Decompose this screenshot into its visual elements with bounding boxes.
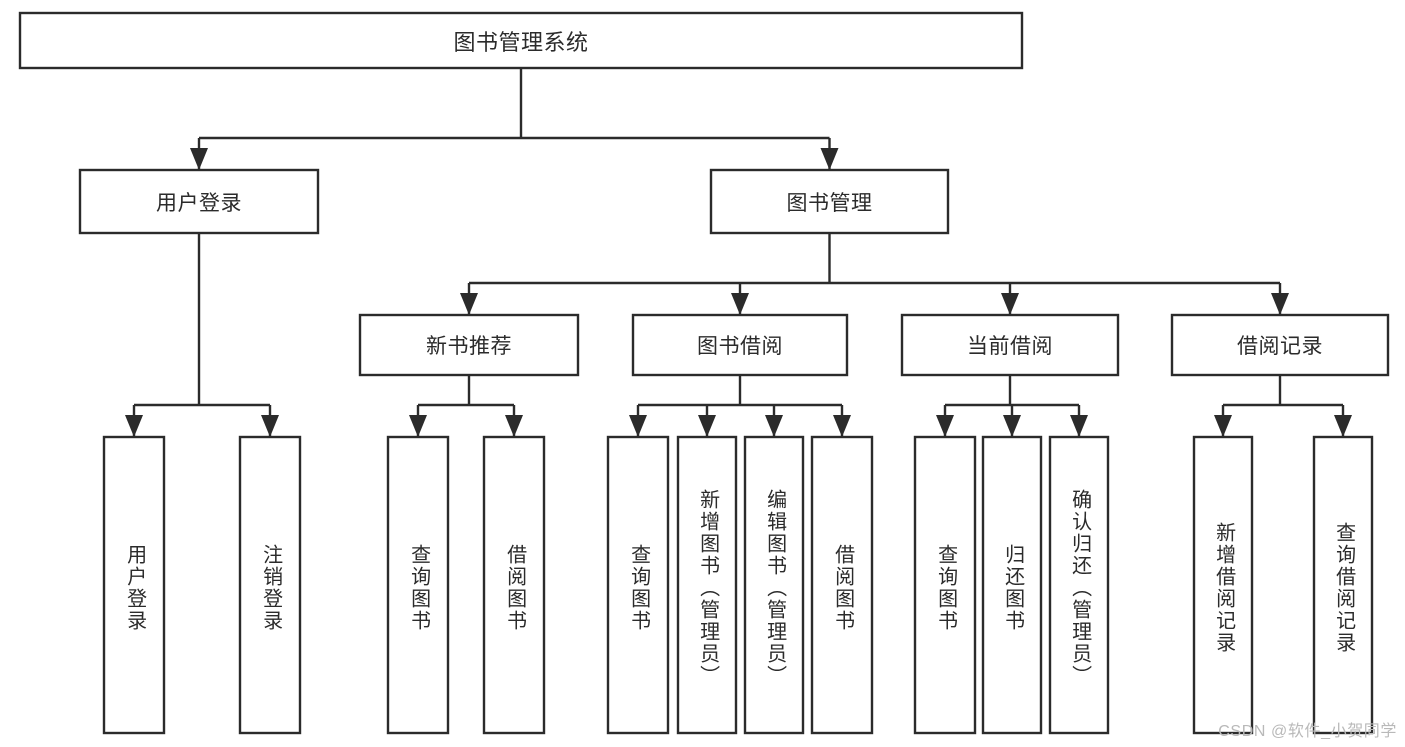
node-box-leaf-user-login[interactable]	[102, 435, 166, 735]
arrow-head-new-book-rec	[460, 293, 478, 315]
node-box-leaf-cur-query[interactable]	[913, 435, 977, 735]
node-box-leaf-rec-query[interactable]	[386, 435, 450, 735]
node-box-leaf-rec-query2[interactable]	[1312, 435, 1374, 735]
arrow-head-leaf-rec-add	[1214, 415, 1232, 437]
node-box-leaf-cur-return[interactable]	[981, 435, 1043, 735]
watermark: CSDN @软件_小贺同学	[1218, 723, 1397, 740]
node-box-leaf-borrow-edit[interactable]	[743, 435, 805, 735]
arrow-head-leaf-rec-borrow	[505, 415, 523, 437]
node-box-leaf-cur-confirm[interactable]	[1048, 435, 1110, 735]
arrow-head-user-login	[190, 148, 208, 170]
node-box-book-manage[interactable]	[709, 168, 950, 235]
arrow-head-leaf-cur-return	[1003, 415, 1021, 437]
node-box-book-borrow[interactable]	[631, 313, 849, 377]
arrow-head-book-manage	[820, 148, 839, 170]
node-box-current-borrow[interactable]	[900, 313, 1120, 377]
arrow-head-leaf-rec-query	[409, 415, 427, 437]
node-box-leaf-rec-add[interactable]	[1192, 435, 1254, 735]
node-box-new-book-rec[interactable]	[358, 313, 580, 377]
arrow-head-leaf-borrow-borrow	[833, 415, 851, 437]
node-box-user-login[interactable]	[78, 168, 320, 235]
arrow-head-leaf-user-logout	[261, 415, 279, 437]
arrow-head-leaf-rec-query2	[1334, 415, 1352, 437]
arrow-head-leaf-user-login	[125, 415, 143, 437]
node-box-leaf-borrow-query[interactable]	[606, 435, 670, 735]
arrow-head-current-borrow	[1001, 293, 1019, 315]
node-box-root[interactable]	[18, 11, 1024, 70]
node-box-leaf-borrow-add[interactable]	[676, 435, 738, 735]
node-box-leaf-borrow-borrow[interactable]	[810, 435, 874, 735]
node-box-leaf-user-logout[interactable]	[238, 435, 302, 735]
arrow-head-book-borrow	[731, 293, 749, 315]
arrow-head-leaf-cur-query	[936, 415, 954, 437]
arrow-head-leaf-cur-confirm	[1070, 415, 1088, 437]
arrow-head-leaf-borrow-add	[698, 415, 716, 437]
node-box-borrow-record[interactable]	[1170, 313, 1390, 377]
arrow-head-borrow-record	[1271, 293, 1289, 315]
arrow-head-leaf-borrow-edit	[765, 415, 783, 437]
edge-layer	[125, 68, 1352, 437]
node-layer	[18, 11, 1390, 735]
node-box-leaf-rec-borrow[interactable]	[482, 435, 546, 735]
arrow-head-leaf-borrow-query	[629, 415, 647, 437]
